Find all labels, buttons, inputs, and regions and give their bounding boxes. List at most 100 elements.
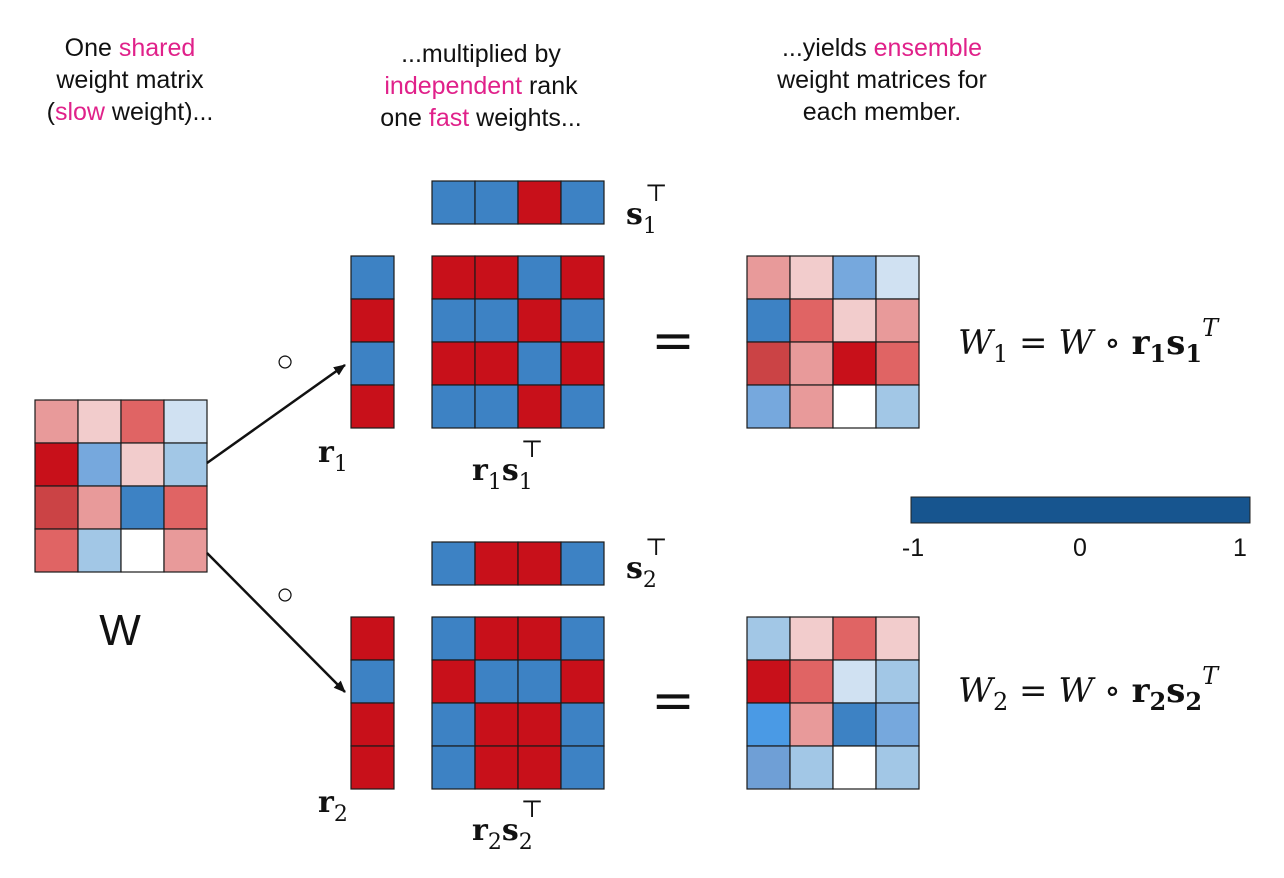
colorbar-min-label: -1: [902, 534, 924, 562]
matrix-r2s2-cell: [431, 659, 476, 704]
matrix-W-cell: [34, 485, 79, 530]
matrix-r1s1-cell: [517, 298, 562, 343]
matrix-W1-cell: [789, 298, 834, 343]
caption-text: each member.: [802, 98, 962, 126]
matrix-r1s1: [431, 255, 605, 429]
matrix-W1-cell: [875, 255, 920, 300]
vector-r2-cell: [350, 616, 395, 661]
vector-s2: [431, 541, 605, 586]
r2-label: r2: [318, 785, 348, 827]
matrix-W2-cell: [746, 702, 791, 747]
matrix-W2-cell: [832, 702, 877, 747]
matrix-W2-cell: [789, 745, 834, 790]
vector-s1-cell: [474, 180, 519, 225]
caption-highlight: independent: [384, 72, 523, 100]
matrix-W-cell: [163, 528, 208, 573]
r1-label: r1: [318, 435, 348, 477]
caption-line: weight matrix: [20, 64, 240, 96]
matrix-r2s2-cell: [560, 659, 605, 704]
matrix-W1-cell: [789, 255, 834, 300]
vector-r1-cell: [350, 384, 395, 429]
s2-label: s2⊤: [626, 533, 667, 593]
s1-label: s1⊤: [626, 179, 667, 239]
matrix-W2-cell: [746, 616, 791, 661]
matrix-r1s1-cell: [517, 341, 562, 386]
matrix-r2s2-cell: [560, 616, 605, 661]
caption-line: One shared: [20, 32, 240, 64]
matrix-r2s2-cell: [474, 745, 519, 790]
caption-highlight: shared: [118, 34, 196, 62]
caption-text: rank: [522, 72, 578, 100]
matrix-W2-cell: [746, 659, 791, 704]
matrix-W-cell: [77, 442, 122, 487]
matrix-W2-cell: [832, 745, 877, 790]
caption-highlight: ensemble: [873, 34, 983, 62]
matrix-W-cell: [34, 399, 79, 444]
caption-line: ...multiplied by: [348, 38, 614, 70]
matrix-W-cell: [163, 399, 208, 444]
matrix-W1-cell: [875, 298, 920, 343]
caption-line: weight matrices for: [740, 64, 1024, 96]
matrix-W-cell: [120, 399, 165, 444]
matrix-W2-cell: [875, 745, 920, 790]
caption-text: weight matrices for: [777, 66, 987, 94]
matrix-r1s1-cell: [431, 298, 476, 343]
matrix-r1s1-cell: [431, 384, 476, 429]
matrix-W1: [746, 255, 920, 429]
equation-W2: W2 = W ∘ r2s2T: [958, 662, 1220, 716]
matrix-r2s2: [431, 616, 605, 790]
caption-line: ...yields ensemble: [740, 32, 1024, 64]
matrix-W-cell: [34, 442, 79, 487]
vector-s2-cell: [474, 541, 519, 586]
matrix-r2s2-cell: [517, 659, 562, 704]
equation-W1: W1 = W ∘ r1s1T: [958, 314, 1220, 368]
equals-sign-upper: =: [651, 311, 695, 371]
vector-r1: [350, 255, 395, 429]
vector-s2-cell: [517, 541, 562, 586]
vector-r2: [350, 616, 395, 790]
arrow-lower: [206, 552, 346, 693]
hadamard-symbol-lower: ○: [276, 578, 294, 611]
matrix-W-cell: [77, 399, 122, 444]
matrix-W-label: W: [99, 606, 141, 655]
matrix-r1s1-cell: [560, 341, 605, 386]
caption-line: (slow weight)...: [20, 96, 240, 128]
vector-s1: [431, 180, 605, 225]
matrix-W-cell: [163, 442, 208, 487]
caption-line: each member.: [740, 96, 1024, 128]
vector-r1-cell: [350, 341, 395, 386]
colorbar: [910, 496, 1251, 524]
matrix-W1-cell: [875, 384, 920, 429]
caption-text: weights...: [469, 104, 582, 132]
matrix-W1-cell: [746, 384, 791, 429]
matrix-W-cell: [163, 485, 208, 530]
colorbar-max-label: 1: [1233, 534, 1247, 562]
matrix-W2-cell: [789, 702, 834, 747]
matrix-r2s2-cell: [474, 616, 519, 661]
matrix-r2s2-cell: [474, 659, 519, 704]
matrix-W2-cell: [746, 745, 791, 790]
matrix-W-cell: [77, 485, 122, 530]
matrix-r1s1-cell: [517, 255, 562, 300]
matrix-W-cell: [120, 442, 165, 487]
matrix-r1s1-cell: [474, 298, 519, 343]
matrix-W1-cell: [832, 298, 877, 343]
matrix-r2s2-cell: [517, 616, 562, 661]
caption-text: One: [64, 34, 119, 62]
caption-text: ...yields: [781, 34, 874, 62]
matrix-W1-cell: [832, 255, 877, 300]
caption-text: ...multiplied by: [401, 40, 561, 68]
colorbar-mid-label: 0: [1073, 534, 1087, 562]
matrix-W2-cell: [875, 659, 920, 704]
matrix-W-cell: [34, 528, 79, 573]
matrix-W-cell: [120, 485, 165, 530]
r2s2-label: r2s2⊤: [472, 795, 543, 855]
caption-line: one fast weights...: [348, 102, 614, 134]
matrix-W1-cell: [746, 255, 791, 300]
vector-s2-cell: [560, 541, 605, 586]
matrix-r2s2-cell: [474, 702, 519, 747]
